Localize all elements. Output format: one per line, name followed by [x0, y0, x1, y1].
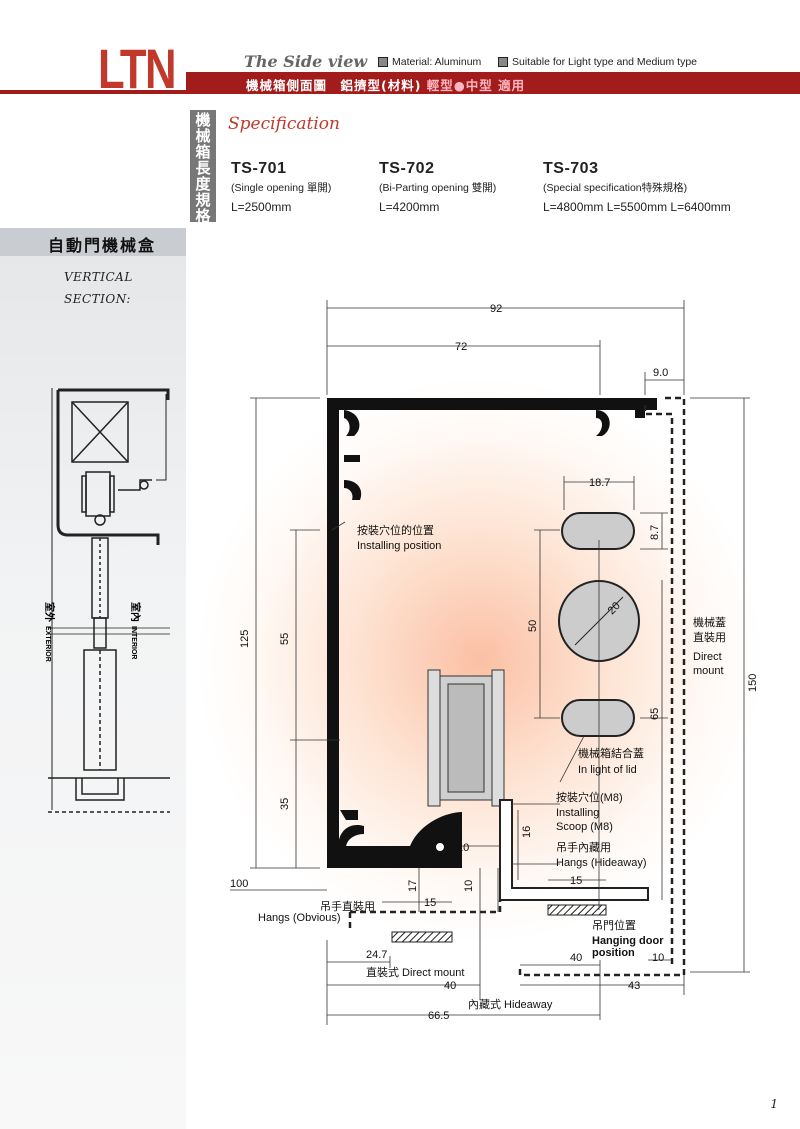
dim-125: 125: [239, 630, 251, 648]
mech-lid-cn1: 機械蓋: [693, 615, 726, 629]
dim-10c: 10: [652, 952, 664, 964]
hangs-obv-cn: 吊手直裝用: [320, 899, 375, 913]
dim-35: 35: [279, 798, 291, 810]
roller-wheel: [427, 669, 505, 807]
dim-43: 43: [628, 980, 640, 992]
direct-mount-label: 直裝式 Direct mount: [366, 965, 464, 979]
dim-72: 72: [455, 341, 467, 353]
hanging-door-en1: Hanging door: [592, 935, 664, 947]
lid-join-en: In light of lid: [578, 764, 637, 776]
hideaway-label: 內藏式 Hideaway: [468, 998, 553, 1011]
lid-join-cn: 機械箱結合蓋: [578, 746, 644, 760]
model-ts703: TS-703 (Special specification特殊規格) L=480…: [543, 160, 731, 214]
side-view-title: The Side view: [244, 52, 368, 71]
dim-17: 17: [407, 880, 419, 892]
dim-100: 100: [230, 878, 248, 890]
vertical-section-label: VERTICAL SECTION:: [64, 270, 133, 306]
main-section-drawing: 92 72 9.0 18.7 8.7 20 50 65 125 55 35 15…: [230, 300, 759, 1025]
model-ts702: TS-702 (Bi-Parting opening 雙開) L=4200mm: [379, 160, 497, 214]
hangs-hide-cn: 吊手內藏用: [556, 840, 611, 854]
dim-40b: 40: [570, 952, 582, 964]
dim-92: 92: [490, 303, 502, 315]
dim-18-7: 18.7: [589, 477, 610, 489]
mech-lid-cn2: 直裝用: [693, 630, 726, 644]
page-number: 1: [770, 1097, 778, 1111]
dim-10b: 10: [463, 880, 475, 892]
brand-logo: LTN: [98, 37, 177, 100]
dim-24-7: 24.7: [366, 949, 387, 961]
dim-15b: 15: [570, 875, 582, 887]
install-pos-cn: 按裝穴位的位置: [357, 523, 434, 537]
scoop-en1: Installing: [556, 807, 599, 819]
left-panel: [0, 228, 186, 1129]
square-bullet-icon: [498, 57, 508, 67]
suitable-note: Suitable for Light type and Medium type: [498, 56, 697, 68]
hanging-door-cn: 吊門位置: [592, 918, 636, 932]
spec-title: Specification: [228, 114, 340, 134]
dim-55: 55: [279, 633, 291, 645]
background-glow: [200, 380, 760, 940]
hanging-door-en2: position: [592, 947, 635, 959]
install-pos-en: Installing position: [357, 540, 441, 552]
dim-40a: 40: [444, 980, 456, 992]
square-bullet-icon: [378, 57, 388, 67]
hangs-hide-en: Hangs (Hideaway): [556, 857, 646, 869]
dim-8-7: 8.7: [649, 525, 661, 540]
direct-label: Direct: [693, 651, 722, 663]
mount-label: mount: [693, 665, 724, 677]
dim-65: 65: [649, 708, 661, 720]
left-title: 自動門機械盒: [48, 236, 157, 255]
left-title-band: [0, 228, 186, 256]
scoop-cn: 按裝穴位(M8): [556, 790, 623, 804]
model-ts701: TS-701 (Single opening 單開) L=2500mm: [231, 160, 332, 214]
interior-en: INTERIOR: [130, 626, 137, 659]
annotation-text: 按裝穴位的位置 Installing position 機械蓋 直裝用 Dire…: [258, 523, 726, 1011]
dimension-lines: [230, 300, 750, 1025]
exterior-cn: 室外: [43, 602, 56, 622]
aluminium-profile: [327, 398, 657, 868]
dim-150: 150: [747, 674, 759, 692]
header-rule: [0, 90, 186, 94]
dim-10a: 10: [457, 842, 469, 854]
exterior-en: EXTERIOR: [44, 626, 51, 662]
dimension-text: 92 72 9.0 18.7 8.7 20 50 65 125 55 35 15…: [230, 303, 759, 1022]
spec-vertical-label: 機械箱長度規格: [190, 110, 216, 224]
header-bar-text: 機械箱側面圖 鋁擠型(材料) 輕型●中型 適用: [246, 78, 526, 93]
scoop-en2: Scoop (M8): [556, 821, 613, 833]
small-section-drawing: 室外 EXTERIOR 室內 INTERIOR: [43, 388, 170, 813]
dim-9: 9.0: [653, 367, 668, 379]
dim-16: 16: [521, 826, 533, 838]
material-note: Material: Aluminum: [378, 56, 481, 68]
hangs-obv-en: Hangs (Obvious): [258, 912, 341, 924]
dim-15a: 15: [424, 897, 436, 909]
header-bar: [186, 72, 800, 94]
interior-cn: 室內: [129, 602, 142, 622]
dim-50: 50: [527, 620, 539, 632]
dim-66-5: 66.5: [428, 1010, 449, 1022]
